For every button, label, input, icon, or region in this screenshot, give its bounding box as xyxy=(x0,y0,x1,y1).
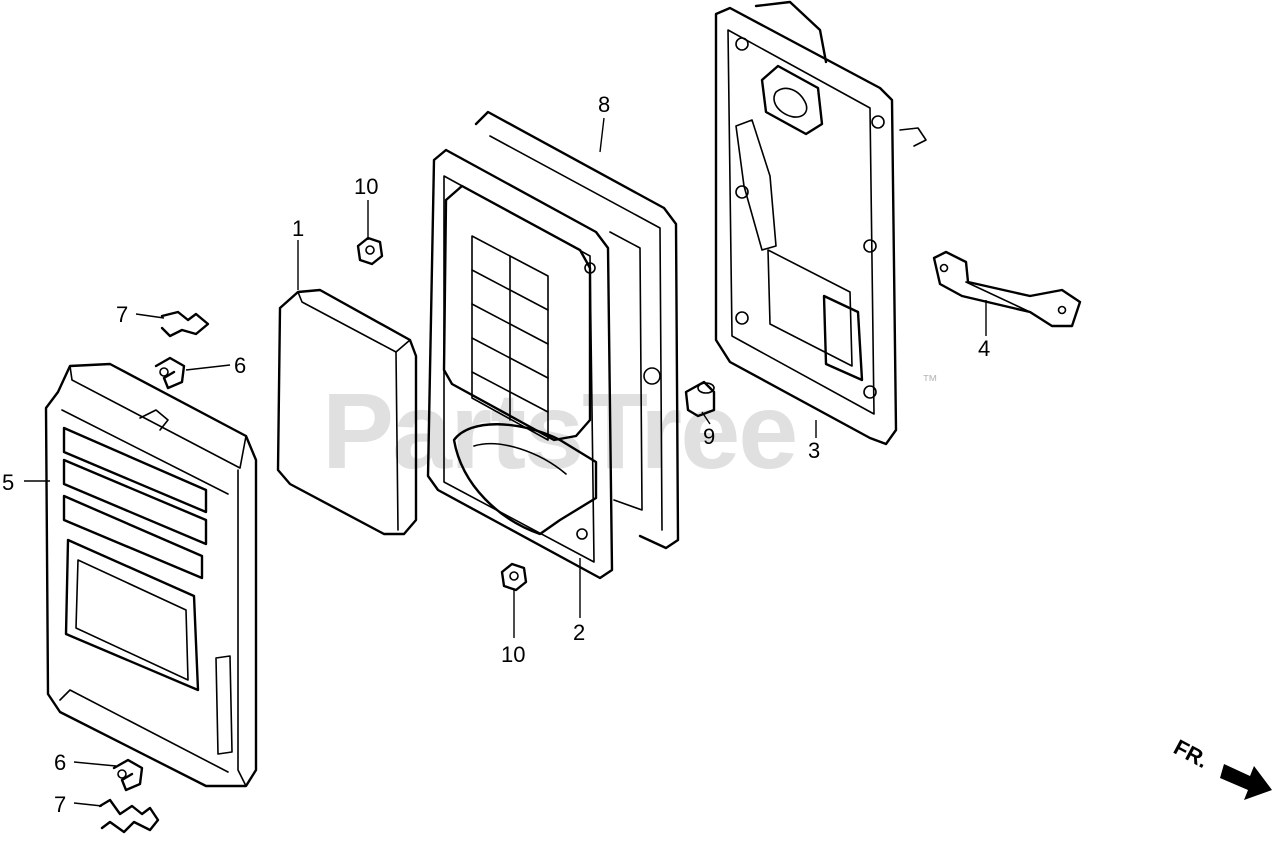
part-base[interactable] xyxy=(714,0,927,446)
part-collar[interactable] xyxy=(684,380,716,418)
part-element[interactable] xyxy=(276,288,418,536)
callout-9[interactable]: 9 xyxy=(703,424,715,449)
part-spring-upper[interactable] xyxy=(160,310,210,338)
callout-5[interactable]: 5 xyxy=(2,470,14,495)
watermark-trademark: ™ xyxy=(922,373,938,390)
callout-1[interactable]: 1 xyxy=(292,216,304,241)
arrow-right-icon xyxy=(1220,764,1272,800)
callout-10-upper[interactable]: 10 xyxy=(354,174,378,199)
part-cover[interactable] xyxy=(44,362,258,788)
direction-marker: FR. xyxy=(1170,734,1272,800)
callout-7-upper[interactable]: 7 xyxy=(116,302,128,327)
part-bracket[interactable] xyxy=(932,250,1082,328)
callout-2[interactable]: 2 xyxy=(573,620,585,645)
callout-8[interactable]: 8 xyxy=(598,92,610,117)
part-case[interactable] xyxy=(426,148,614,580)
part-clip-upper[interactable] xyxy=(154,356,186,390)
callout-labels: 1 2 3 4 5 6 6 7 7 8 9 10 10 xyxy=(2,92,990,817)
callout-6-upper[interactable]: 6 xyxy=(234,353,246,378)
leader-lines xyxy=(24,117,987,807)
direction-marker-text: FR. xyxy=(1170,734,1213,773)
part-nut-upper[interactable] xyxy=(356,236,384,266)
callout-6-lower[interactable]: 6 xyxy=(54,750,66,775)
part-nut-lower[interactable] xyxy=(500,562,528,592)
callout-3[interactable]: 3 xyxy=(808,438,820,463)
part-clip-lower[interactable] xyxy=(112,758,144,792)
part-spring-lower[interactable] xyxy=(98,798,160,834)
callout-4[interactable]: 4 xyxy=(978,336,990,361)
part-gasket[interactable] xyxy=(474,110,680,550)
callout-10-lower[interactable]: 10 xyxy=(501,642,525,667)
watermark-text: PartsTree xyxy=(322,370,796,491)
callout-7-lower[interactable]: 7 xyxy=(54,792,66,817)
